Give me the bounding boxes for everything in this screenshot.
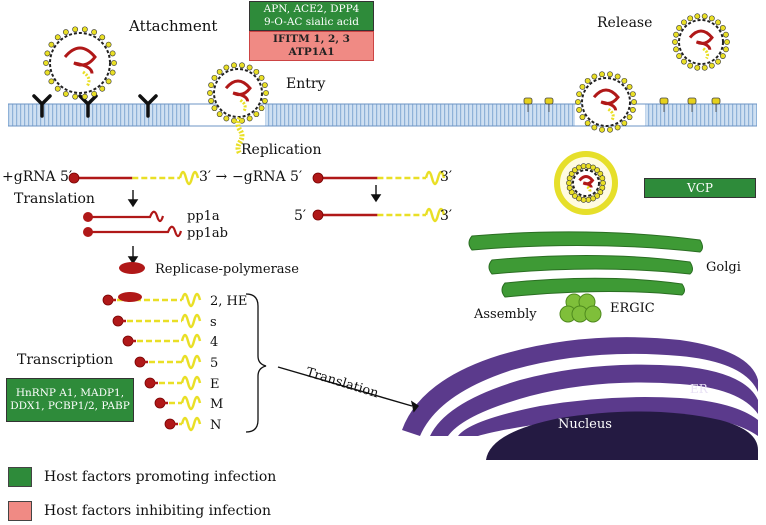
label-nucleus: Nucleus [558,417,612,432]
receptor-line-2: 9-O-AC sialic acid [264,16,359,28]
rna-strands [68,170,446,432]
subgenomic-label-2: 4 [210,335,219,350]
label-assembly: Assembly [474,307,537,322]
virion-in-vesicle [566,163,606,203]
label-neg-grna: −gRNA 5′ [232,169,303,185]
subgenomic-label-1: s [210,315,217,330]
nucleus-shape [486,411,758,460]
label-transcription: Transcription [17,352,114,368]
negative-genome-strand [312,170,446,186]
replicase-on-transcript [118,292,142,302]
virion-release-budding [575,71,637,133]
legend-swatch-inhibiting [8,501,32,521]
label-pp1a: pp1a [187,209,220,224]
label-5prime: 5′ [294,208,307,224]
receptor-icons [32,94,158,118]
rna-factor-line-1: HnRNP A1, MADP1, [15,387,125,400]
subgenomic-label-4: E [210,377,220,392]
label-pos-grna: +gRNA 5′ [2,169,73,185]
progeny-genome-strand [312,207,446,223]
label-release: Release [597,15,653,31]
vcp-box: VCP [644,178,756,198]
label-replicase: Replicase-polymerase [155,262,299,277]
legend-label-inhibiting: Host factors inhibiting infection [44,503,271,519]
virion-attachment [43,26,117,100]
label-er: ER [690,382,708,396]
spike-markers [523,97,721,112]
legend-swatch-promoting [8,467,32,487]
receptor-factors-box: APN, ACE2, DPP4 9-O-AC sialic acid [249,1,374,31]
receptor-line-1: APN, ACE2, DPP4 [263,3,360,16]
label-3prime-b: 3′ [440,169,453,185]
label-3prime-a: 3′ → [199,169,228,185]
polyprotein-strands [83,210,183,238]
virion-icons [43,13,730,215]
subgenomic-label-3: 5 [210,356,219,371]
label-ergic: ERGIC [610,301,655,316]
transcript-bracket [245,293,267,433]
subgenomic-strand-1 [112,313,202,329]
label-pp1ab: pp1ab [187,226,228,241]
label-attachment: Attachment [129,17,218,35]
rna-factors-box: HnRNP A1, MADP1, DDX1, PCBP1/2, PABP [6,378,134,422]
virion-release-free [672,13,730,71]
subgenomic-strand-0 [102,292,202,308]
ergic-vesicles [559,293,602,323]
label-entry: Entry [286,76,326,92]
legend-label-promoting: Host factors promoting infection [44,469,277,485]
rna-factor-line-2: DDX1, PCBP1/2, PABP [10,400,130,412]
replicase-icon [119,262,145,274]
label-golgi: Golgi [706,260,741,275]
label-replication: Replication [241,142,322,158]
process-arrows [127,185,420,413]
inhibitor-line-2: ATP1A1 [288,46,335,58]
label-translation: Translation [14,191,95,207]
positive-genome-strand [68,170,200,186]
inhibitor-factors-box: IFITM 1, 2, 3 ATP1A1 [249,31,374,61]
subgenomic-label-0: 2, HE [210,294,248,309]
golgi-apparatus [468,231,703,298]
label-3prime-c: 3′ [440,208,453,224]
virion-entry [207,62,269,124]
subgenomic-label-5: M [210,397,224,412]
cell-membrane [8,103,757,127]
subgenomic-label-6: N [210,418,222,433]
inhibitor-line-1: IFITM 1, 2, 3 [273,33,350,46]
entry-rna-tail [235,116,245,156]
